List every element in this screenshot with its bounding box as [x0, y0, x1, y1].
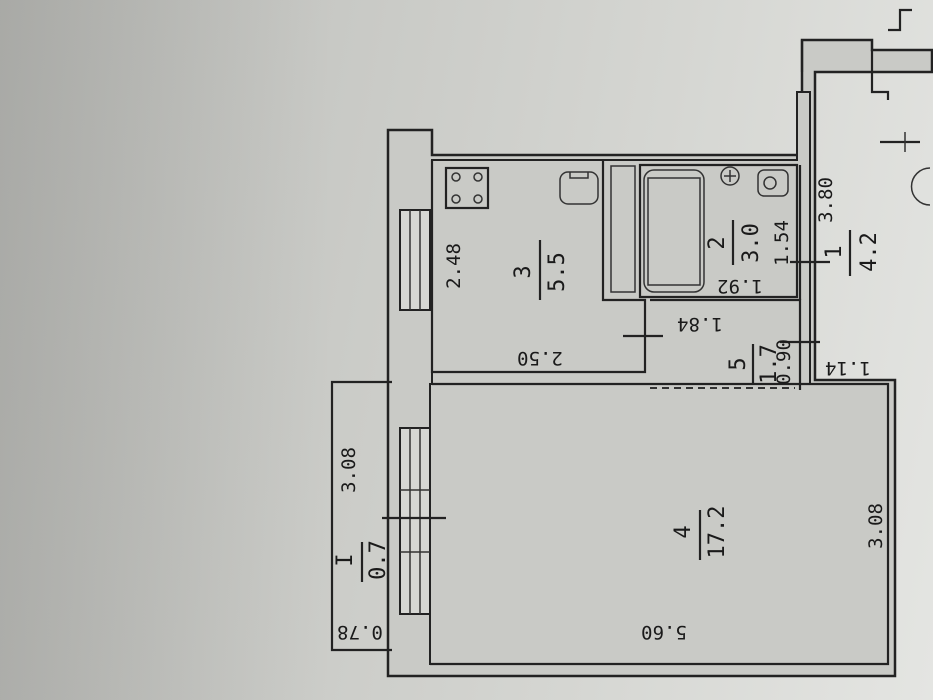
toilet — [757, 169, 789, 197]
dim-living-width: 3.08 — [865, 503, 887, 549]
room-5-area: 1.7 — [757, 344, 782, 384]
dim-closet-width: 0.90 — [773, 339, 795, 385]
dim-bath-width: 1.54 — [771, 220, 793, 266]
entry-arc — [910, 167, 931, 206]
room-1-number: 1 — [822, 245, 847, 258]
window-living — [399, 427, 431, 615]
dim-hall-length: 3.80 — [815, 177, 837, 223]
dim-hall-width: 1.14 — [825, 357, 871, 379]
dim-closet-length: 1.84 — [677, 313, 723, 335]
dim-balcony-width: 0.78 — [337, 621, 383, 643]
room-2-number: 2 — [705, 236, 730, 249]
washbasin — [720, 166, 740, 186]
room-4-number: 4 — [671, 525, 696, 538]
living-wall — [430, 382, 890, 666]
balcony-wall — [330, 380, 392, 652]
dim-kitchen-width: 2.48 — [443, 243, 465, 289]
room-4-area: 17.2 — [705, 506, 730, 559]
room-I-area: 0.7 — [366, 540, 391, 580]
room-3-area: 5.5 — [545, 252, 570, 292]
shadow — [0, 0, 330, 700]
dim-bath-length: 1.92 — [717, 275, 763, 297]
entry-notch — [800, 8, 912, 100]
bathtub — [643, 169, 705, 293]
dim-balcony-length: 3.08 — [338, 447, 360, 493]
room-2-area: 3.0 — [739, 223, 764, 263]
room-I-number: I — [333, 553, 358, 566]
dim-kitchen-length: 2.50 — [517, 347, 563, 369]
bath-wall — [638, 163, 799, 299]
dim-living-length: 5.60 — [641, 621, 687, 643]
room-1-area: 4.2 — [857, 232, 882, 272]
stove — [444, 166, 490, 210]
room-3-number: 3 — [511, 265, 536, 278]
room-5-number: 5 — [726, 357, 751, 370]
window-kitchen — [399, 209, 431, 311]
partition — [610, 165, 636, 293]
kitchen-sink — [559, 171, 599, 205]
